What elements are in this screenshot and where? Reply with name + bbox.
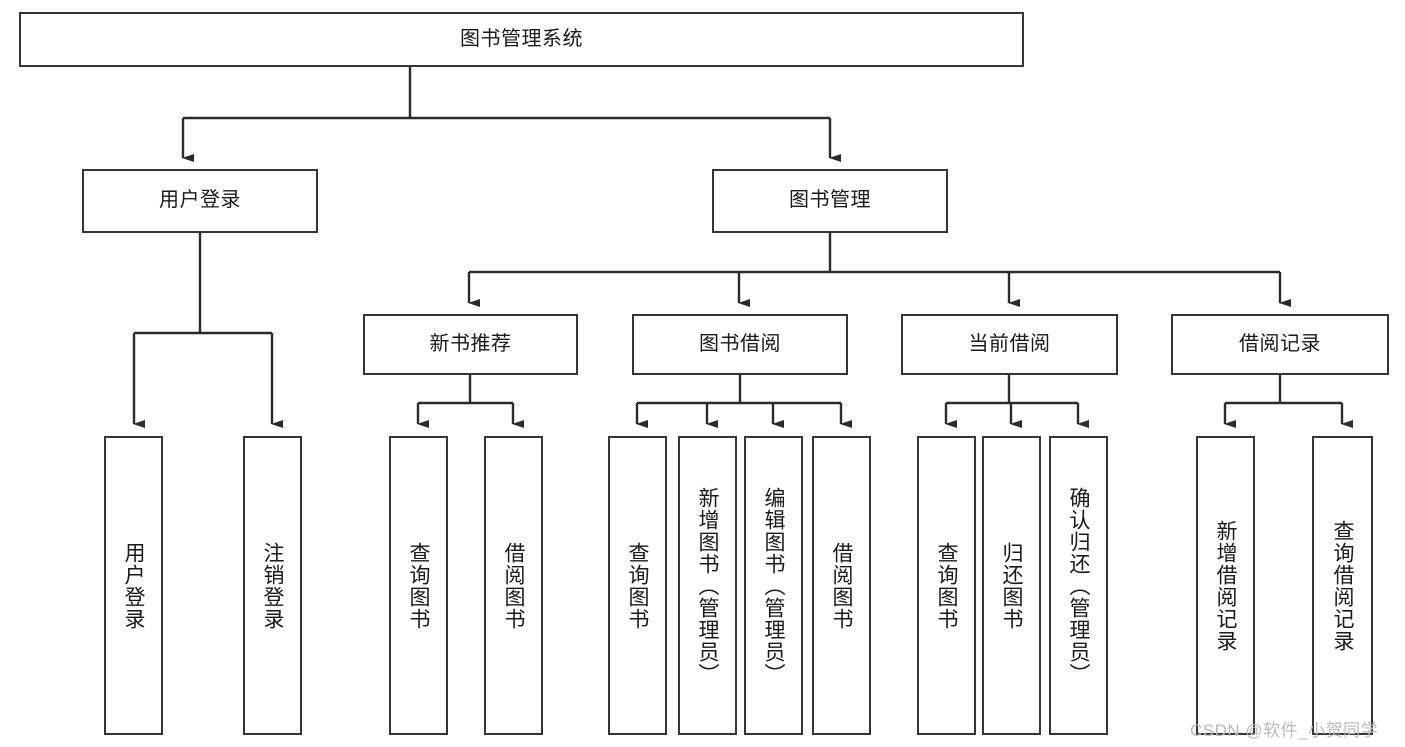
node-label: 编辑图书（管理员） (762, 486, 786, 685)
leaf-query-book-new-book[interactable]: 查询图书 (389, 436, 448, 735)
node-label: 注销登录 (261, 541, 285, 630)
leaf-query-book-current[interactable]: 查询图书 (917, 436, 976, 735)
leaf-return-book[interactable]: 归还图书 (982, 436, 1041, 735)
node-label: 借阅图书 (502, 541, 526, 630)
node-label: 新增图书（管理员） (696, 486, 720, 685)
node-user-login[interactable]: 用户登录 (82, 169, 318, 233)
leaf-user-login[interactable]: 用户登录 (104, 436, 163, 735)
leaf-logout[interactable]: 注销登录 (243, 436, 302, 735)
node-label: 图书借阅 (699, 332, 781, 355)
node-label: 用户登录 (159, 189, 241, 212)
leaf-borrow-book-new-book[interactable]: 借阅图书 (484, 436, 543, 735)
node-label: 查询图书 (935, 541, 959, 630)
leaf-edit-book-admin[interactable]: 编辑图书（管理员） (744, 436, 803, 735)
leaf-query-borrowing-record[interactable]: 查询借阅记录 (1312, 436, 1373, 735)
node-book-management-system[interactable]: 图书管理系统 (19, 12, 1024, 67)
csdn-watermark: CSDN @软件_小贺同学 (1190, 721, 1379, 740)
node-label: 借阅图书 (830, 541, 854, 630)
node-label: 新增借阅记录 (1214, 519, 1238, 652)
node-label: 新书推荐 (429, 332, 512, 355)
node-current-borrowing[interactable]: 当前借阅 (901, 314, 1118, 375)
leaf-confirm-return-admin[interactable]: 确认归还（管理员） (1049, 436, 1108, 735)
node-label: 借阅记录 (1239, 332, 1321, 355)
leaf-add-borrowing-record[interactable]: 新增借阅记录 (1196, 436, 1255, 735)
leaf-add-book-admin[interactable]: 新增图书（管理员） (678, 436, 737, 735)
node-label: 图书管理系统 (460, 27, 583, 50)
node-label: 用户登录 (122, 541, 146, 630)
node-label: 查询借阅记录 (1331, 519, 1355, 652)
node-borrowing-record[interactable]: 借阅记录 (1171, 314, 1389, 375)
node-label: 图书管理 (789, 189, 871, 212)
node-label: 查询图书 (626, 541, 650, 630)
node-book-management[interactable]: 图书管理 (712, 169, 948, 233)
node-label: 查询图书 (407, 541, 431, 630)
node-book-borrowing[interactable]: 图书借阅 (632, 314, 848, 375)
node-new-book-recommendation[interactable]: 新书推荐 (363, 314, 578, 375)
node-label: 确认归还（管理员） (1067, 486, 1091, 685)
node-label: 当前借阅 (968, 332, 1051, 355)
leaf-borrow-book-borrowing[interactable]: 借阅图书 (812, 436, 871, 735)
leaf-query-book-borrowing[interactable]: 查询图书 (608, 436, 667, 735)
node-label: 归还图书 (1000, 541, 1024, 630)
